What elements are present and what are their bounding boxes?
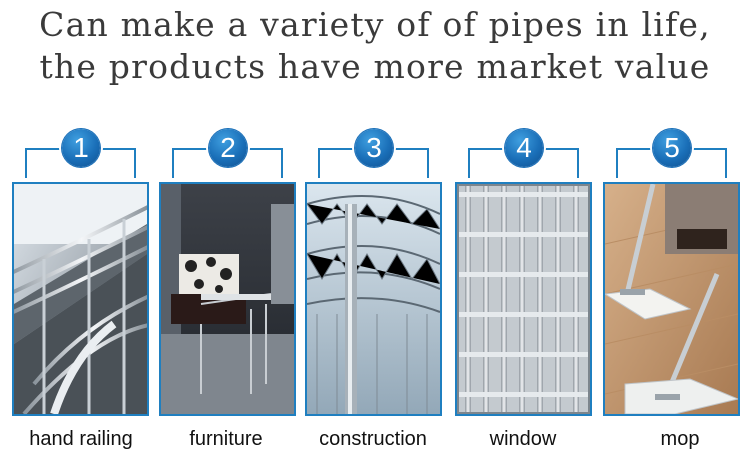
stair-railing-photo xyxy=(12,182,149,416)
number-badge: 3 xyxy=(352,126,396,170)
caption-window: window xyxy=(489,428,557,450)
application-card-furniture: 2 xyxy=(159,120,296,420)
metal-chair-photo xyxy=(159,182,296,416)
number-badge: 5 xyxy=(650,126,694,170)
mop-photo xyxy=(603,182,740,416)
application-card-hand-railing: 1 xyxy=(12,120,149,420)
application-card-mop: 5 xyxy=(603,120,740,420)
number-badge-label: 3 xyxy=(355,129,393,167)
steel-truss-photo xyxy=(305,182,442,416)
application-card-construction: 3 xyxy=(305,120,442,420)
number-badge: 2 xyxy=(206,126,250,170)
headline-line-2: the products have more market value xyxy=(39,47,711,86)
number-badge-label: 1 xyxy=(62,129,100,167)
caption-mop: mop xyxy=(660,428,700,450)
application-card-window: 4 xyxy=(455,120,592,420)
headline: Can make a variety of of pipes in life, … xyxy=(0,4,750,88)
caption-construction: construction xyxy=(319,428,427,450)
number-badge-label: 5 xyxy=(653,129,691,167)
caption-hand-railing: hand railing xyxy=(29,428,133,450)
number-badge-label: 2 xyxy=(209,129,247,167)
number-badge-label: 4 xyxy=(505,129,543,167)
headline-line-1: Can make a variety of of pipes in life, xyxy=(39,5,711,44)
window-grille-photo xyxy=(455,182,592,416)
caption-furniture: furniture xyxy=(189,428,263,450)
number-badge: 4 xyxy=(502,126,546,170)
number-badge: 1 xyxy=(59,126,103,170)
